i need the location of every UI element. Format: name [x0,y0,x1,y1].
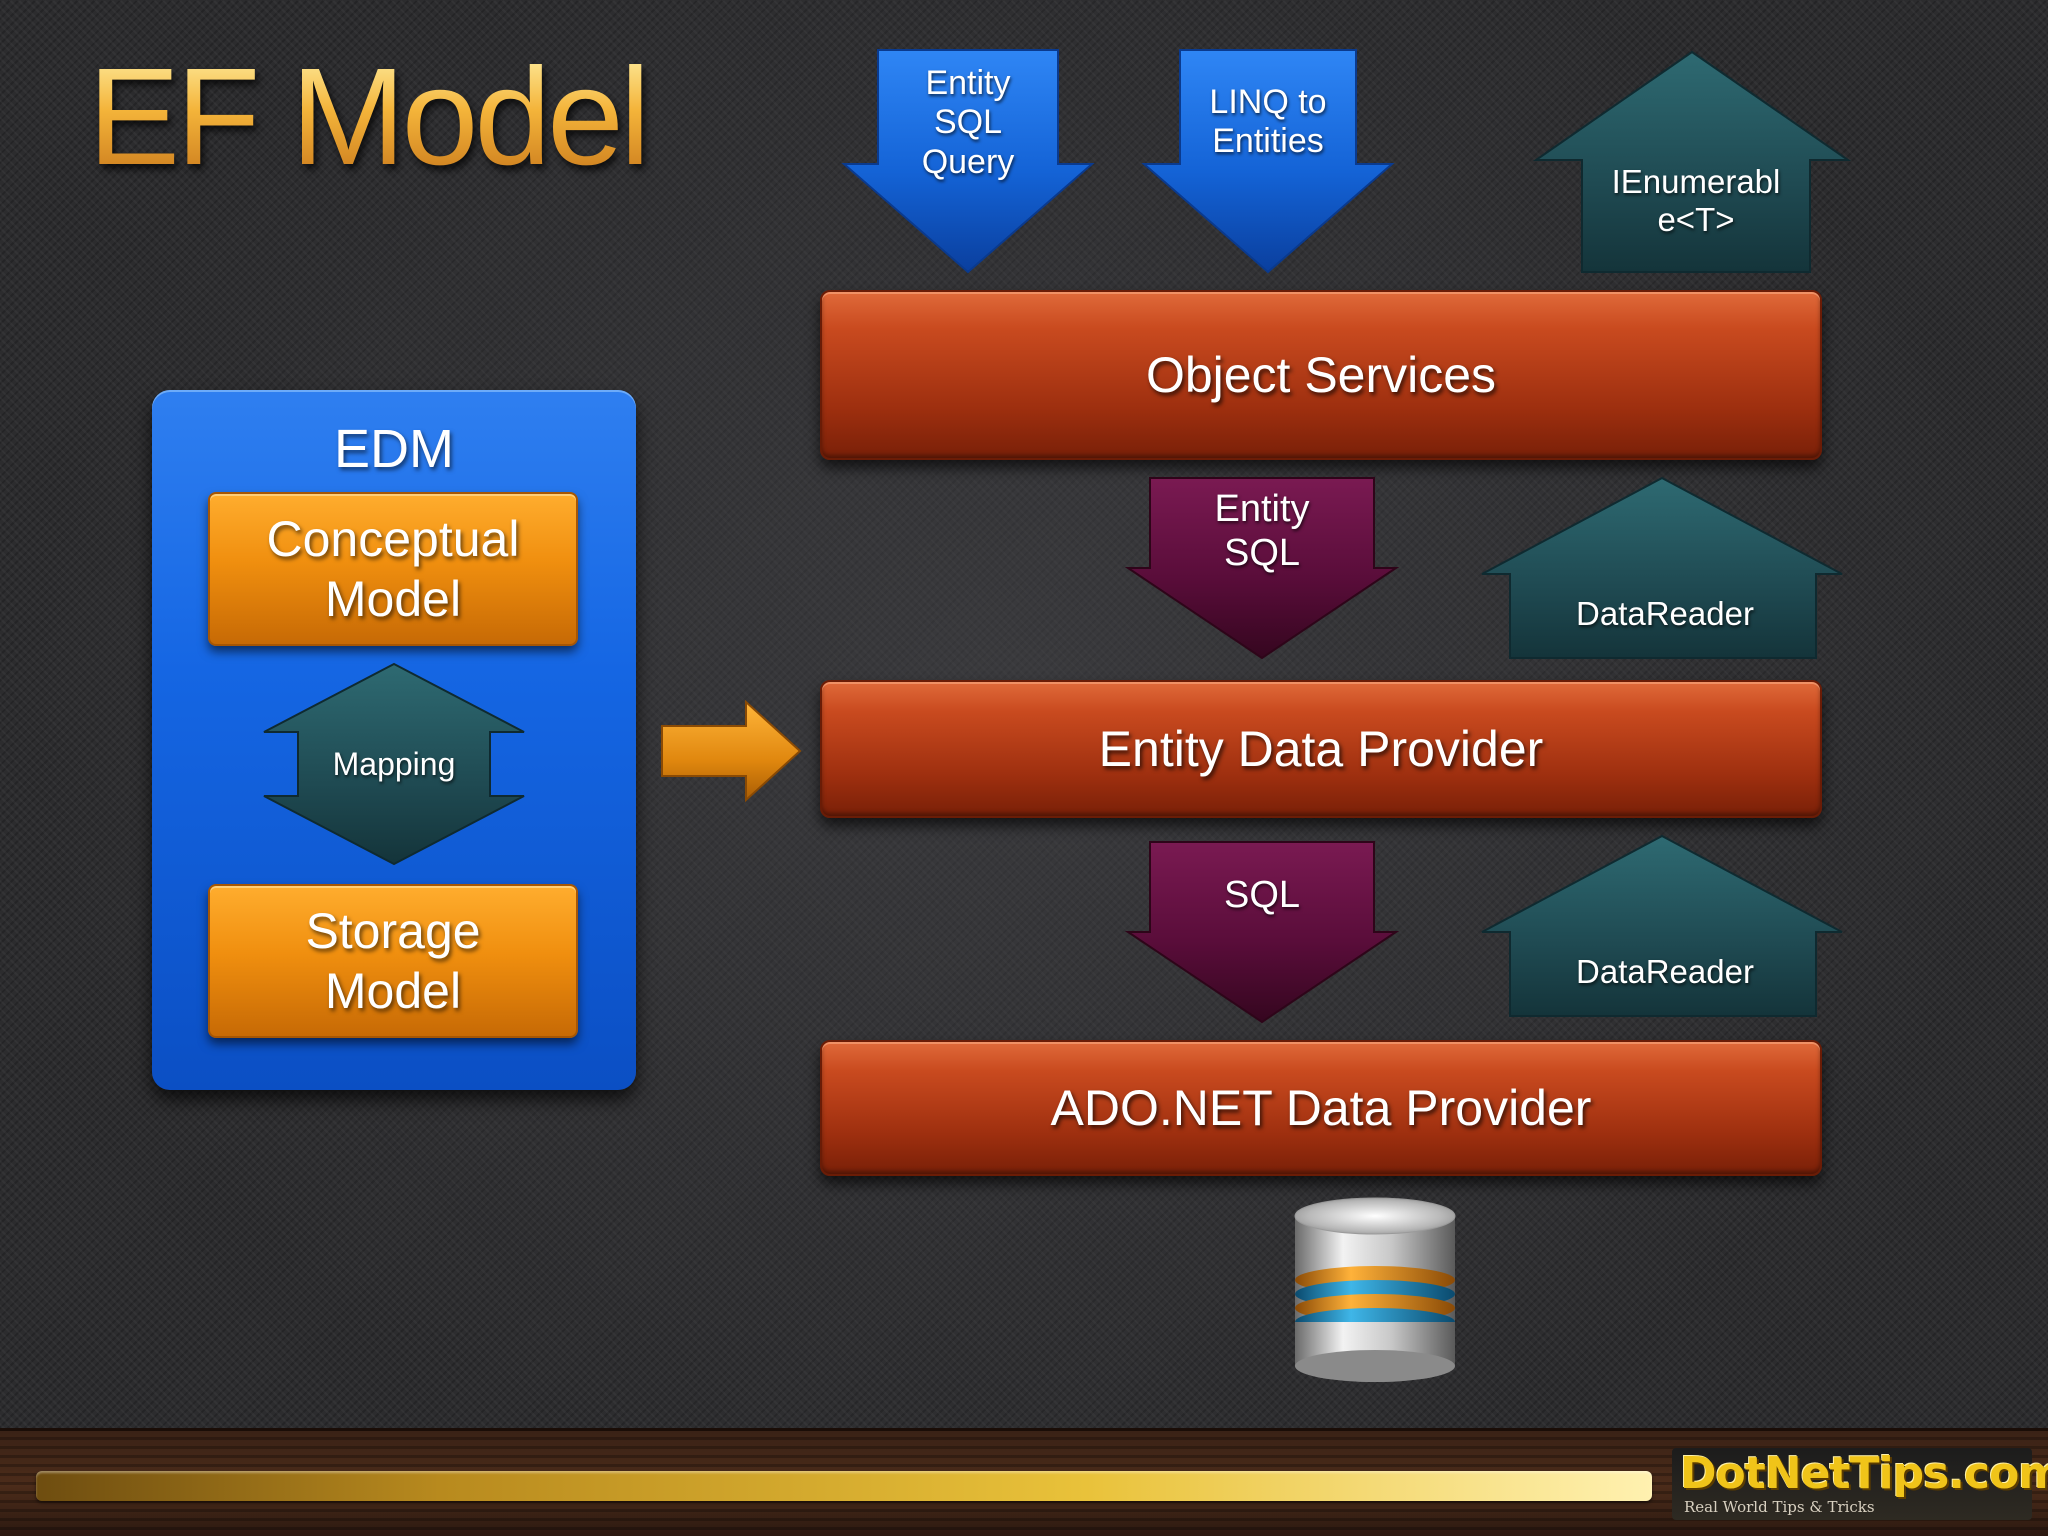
datareader-lower-arrow [1481,834,1843,1017]
sql-arrow [1124,841,1400,1024]
datareader-upper-label: DataReader [1576,595,1754,633]
storage-model-box: Storage Model [208,884,578,1038]
database-icon [1294,1197,1456,1382]
edm-panel: EDM Conceptual Model Mapping Storage Mod… [152,390,636,1090]
entity-sql-query-arrow [841,49,1095,274]
entity-data-provider-layer: Entity Data Provider [820,680,1822,818]
arrow-right-icon [661,699,802,803]
dotnettips-logo: DotNetTips.com Real World Tips & Tricks [1672,1448,2048,1520]
mapping-double-arrow [263,662,525,866]
entity-sql-query-label: Entity SQL Query [921,64,1015,181]
ienumerable-arrow [1532,50,1852,273]
edm-title: EDM [334,419,454,479]
ienumerable-label: IEnumerabl e<T> [1611,163,1781,238]
entity-sql-arrow [1124,477,1400,660]
linq-to-entities-arrow [1141,49,1395,274]
mapping-label: Mapping [332,745,456,782]
object-services-layer: Object Services [820,290,1822,460]
sql-label: SQL [1223,874,1301,917]
ado-net-data-provider-layer: ADO.NET Data Provider [820,1040,1822,1176]
conceptual-model-box: Conceptual Model [208,492,578,646]
datareader-upper-arrow [1481,476,1843,659]
datareader-lower-label: DataReader [1576,953,1754,991]
entity-sql-label: Entity SQL [1214,488,1310,574]
slide-title: EF Model [88,40,651,194]
footer-progress-bar [36,1471,1652,1501]
logo-text: DotNetTips.com [1680,1448,2048,1499]
logo-tagline: Real World Tips & Tricks [1684,1498,1875,1516]
linq-to-entities-label: LINQ to Entities [1209,82,1327,160]
